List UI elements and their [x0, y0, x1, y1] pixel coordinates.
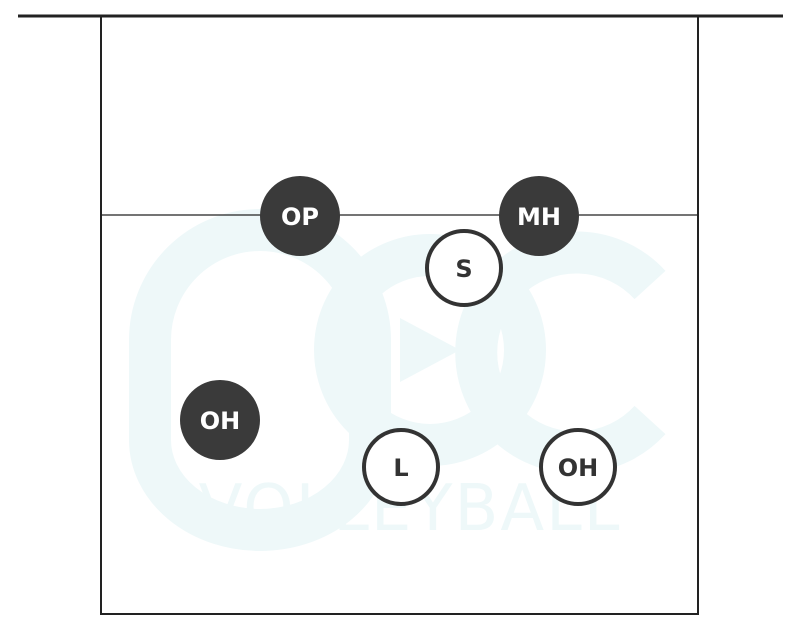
player-label-oh-right: OH	[558, 454, 599, 482]
player-oh-left: OH	[180, 380, 260, 460]
player-op: OP	[260, 176, 340, 256]
player-label-oh-left: OH	[200, 407, 241, 435]
watermark-play-icon	[400, 318, 460, 382]
player-circle-op	[260, 176, 340, 256]
player-circle-oh-left	[180, 380, 260, 460]
player-label-op: OP	[281, 203, 319, 231]
watermark-shape-right	[455, 231, 666, 474]
player-label-l: L	[393, 454, 408, 482]
player-circle-mh	[499, 176, 579, 256]
player-label-mh: MH	[517, 203, 561, 231]
player-markers: OP MH S OH L OH	[180, 176, 617, 506]
watermark-shape-left	[129, 209, 391, 551]
player-circle-s	[425, 229, 503, 307]
player-mh: MH	[499, 176, 579, 256]
player-oh-right: OH	[539, 428, 617, 506]
player-circle-l	[362, 428, 440, 506]
player-label-s: S	[455, 255, 472, 283]
player-l: L	[362, 428, 440, 506]
player-s: S	[425, 229, 503, 307]
player-circle-oh-right	[539, 428, 617, 506]
